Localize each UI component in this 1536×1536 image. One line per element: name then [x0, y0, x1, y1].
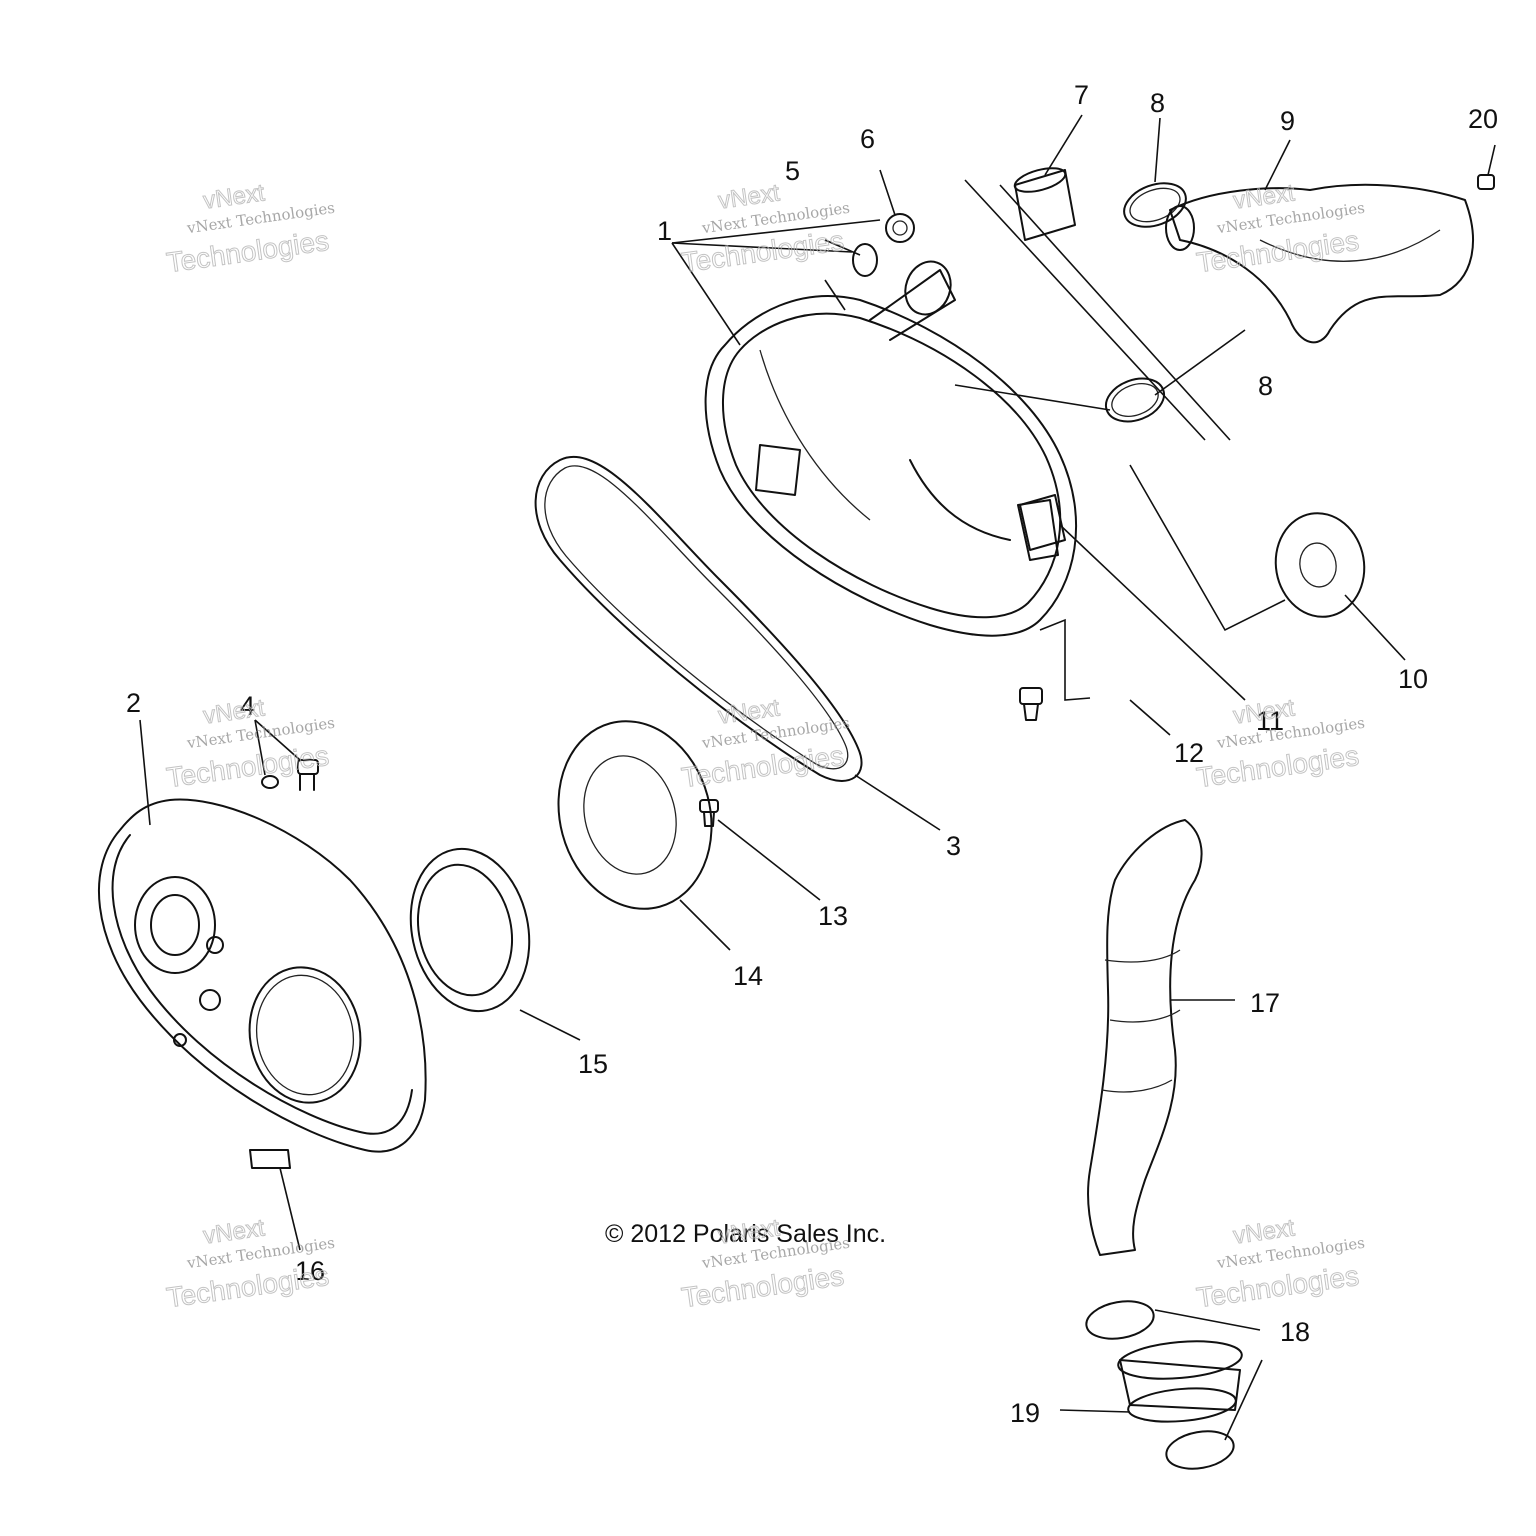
part-intake-hose-17: [1087, 819, 1203, 1256]
callout-4: 4: [240, 691, 255, 721]
part-plate-14: [557, 720, 713, 910]
leader-lines: [139, 114, 1496, 1441]
callout-labels: 1 2 3 4 5 6 7 8 8 9 10 11 12 13 14 15 16…: [126, 80, 1498, 1428]
callout-6: 6: [860, 124, 875, 154]
part-label-11: [1019, 494, 1066, 551]
part-washer-4: [261, 775, 279, 789]
callout-5: 5: [785, 156, 800, 186]
watermark: vNext vNext Technologies Technologies: [1194, 694, 1366, 794]
copyright-notice: © 2012 Polaris Sales Inc.: [605, 1220, 886, 1248]
callout-11: 11: [1256, 706, 1284, 736]
callout-12: 12: [1174, 738, 1204, 768]
callout-10: 10: [1398, 664, 1428, 694]
part-decal-16: [249, 1149, 291, 1169]
callout-13: 13: [818, 901, 848, 931]
part-seal-15: [409, 847, 531, 1013]
part-bolt-12: [1019, 687, 1043, 721]
watermark: vNext vNext Technologies Technologies: [679, 179, 851, 279]
part-clamp-18-lower: [1165, 1430, 1235, 1470]
part-drive-belt: [534, 455, 863, 782]
part-air-duct-9: [1165, 183, 1474, 344]
callout-18: 18: [1280, 1317, 1310, 1347]
part-duct-adapter-7: [1013, 167, 1076, 241]
part-clamp-8-upper: [1123, 182, 1187, 228]
part-clamp-18-upper: [1085, 1300, 1155, 1340]
watermark: vNext vNext Technologies Technologies: [1194, 1214, 1366, 1314]
part-inner-clutch-cover: [97, 798, 427, 1153]
callout-14: 14: [733, 961, 763, 991]
part-clamp-8-lower: [1104, 377, 1166, 423]
part-outer-clutch-cover: [704, 260, 1078, 637]
part-bolt-4: [297, 759, 319, 791]
watermark: vNext vNext Technologies Technologies: [679, 694, 851, 794]
callout-1: 1: [657, 216, 672, 246]
callout-3: 3: [946, 831, 961, 861]
callout-19: 19: [1010, 1398, 1040, 1428]
callout-8-upper: 8: [1150, 88, 1165, 118]
callout-20: 20: [1468, 104, 1498, 134]
callout-9: 9: [1280, 106, 1295, 136]
callout-7: 7: [1074, 80, 1089, 110]
part-plug-6: [885, 213, 915, 243]
part-coupler-19: [1117, 1340, 1243, 1423]
part-fastener-20: [1477, 174, 1495, 190]
callout-2: 2: [126, 688, 141, 718]
callout-16: 16: [295, 1256, 325, 1286]
callout-17: 17: [1250, 988, 1280, 1018]
watermark: vNext vNext Technologies Technologies: [164, 179, 336, 279]
callout-15: 15: [578, 1049, 608, 1079]
part-seal-10: [1274, 512, 1366, 618]
callout-8-lower: 8: [1258, 371, 1273, 401]
part-o-ring-5: [852, 243, 878, 277]
